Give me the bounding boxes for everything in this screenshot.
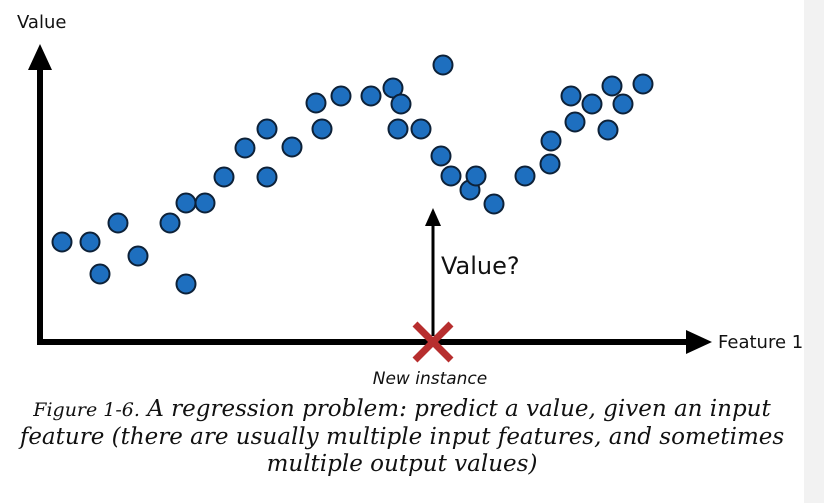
value-query-label: Value? [441, 252, 520, 280]
data-point [194, 192, 216, 214]
data-point [430, 145, 452, 167]
data-point [601, 75, 623, 97]
data-point [410, 118, 432, 140]
data-point [281, 136, 303, 158]
regression-scatter-chart: Value Feature 1 Value? New instance [17, 12, 803, 389]
data-point [539, 153, 561, 175]
x-axis-arrowhead [686, 330, 712, 354]
data-point [432, 54, 454, 76]
figure-number: Figure 1-6. [33, 399, 140, 421]
data-point [483, 193, 505, 215]
data-point [305, 92, 327, 114]
query-arrowhead [425, 208, 441, 226]
data-point [234, 137, 256, 159]
data-point [330, 85, 352, 107]
page-edge-strip [804, 0, 824, 503]
caption-text: A regression problem: predict a value, g… [19, 396, 785, 477]
data-point [360, 85, 382, 107]
data-point [256, 166, 278, 188]
new-instance-x-mark [412, 321, 454, 363]
data-point [514, 165, 536, 187]
y-axis-label: Value [17, 12, 66, 33]
data-point [79, 231, 101, 253]
data-point [465, 165, 487, 187]
data-point [540, 130, 562, 152]
data-point [311, 118, 333, 140]
data-point [597, 119, 619, 141]
new-instance-label: New instance [373, 369, 488, 389]
data-point [560, 85, 582, 107]
data-point [256, 118, 278, 140]
axes: Value Feature 1 [17, 12, 803, 354]
data-point [159, 212, 181, 234]
data-point [175, 273, 197, 295]
data-point [89, 263, 111, 285]
data-point [612, 93, 634, 115]
data-point [390, 93, 412, 115]
figure-caption: Figure 1-6. A regression problem: predic… [0, 396, 804, 478]
x-axis-label: Feature 1 [718, 332, 803, 353]
data-point [127, 245, 149, 267]
data-point [51, 231, 73, 253]
data-points [51, 54, 654, 295]
data-point [107, 212, 129, 234]
data-point [440, 165, 462, 187]
data-point [175, 192, 197, 214]
data-point [632, 73, 654, 95]
x-mark-stroke [412, 321, 454, 363]
data-point [387, 118, 409, 140]
data-point [213, 166, 235, 188]
data-point [564, 111, 586, 133]
y-axis-arrowhead [28, 44, 52, 70]
data-point [581, 93, 603, 115]
new-instance-marker-group: Value? New instance [373, 208, 520, 389]
